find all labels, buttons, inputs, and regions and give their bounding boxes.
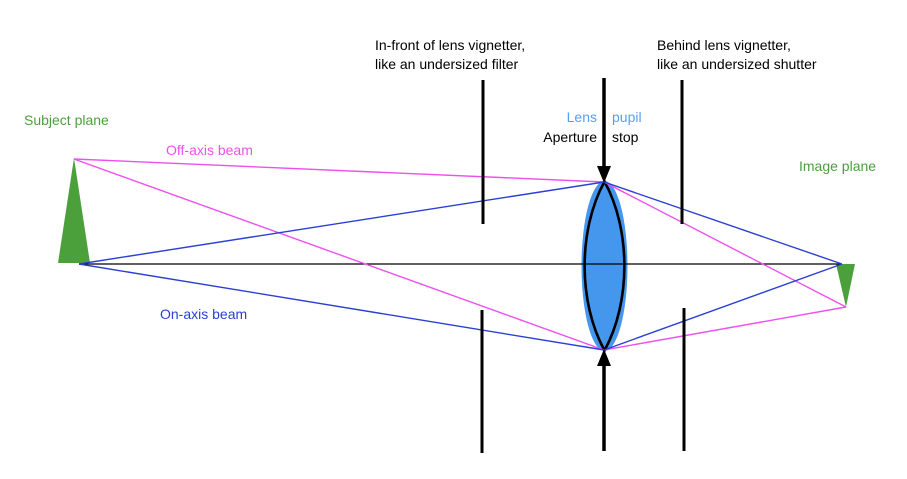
image-plane-label: Image plane: [799, 158, 876, 174]
lens: [581, 178, 628, 354]
subject-plane-label: Subject plane: [24, 112, 109, 128]
on-axis-beam-upper-ray: [78, 181, 843, 265]
image-plane-marker: [836, 264, 855, 307]
aperture-stop-top-arrow: [597, 78, 611, 183]
on-axis-beam-label: On-axis beam: [160, 306, 247, 322]
behind-vignetter-label-line2: like an undersized shutter: [657, 56, 817, 72]
aperture-stop-bottom-arrowhead-icon: [597, 349, 611, 366]
front-vignetter-label-line1: In-front of lens vignetter,: [375, 37, 525, 53]
off-axis-beam-label: Off-axis beam: [166, 142, 253, 158]
aperture-stop-bottom-arrow: [597, 349, 611, 451]
lens-pupil-label-right: pupil: [612, 109, 642, 125]
aperture-stop-label-right: stop: [612, 129, 639, 145]
off-axis-beam-upper-ray: [73, 158, 847, 308]
aperture-stop-top-arrowhead-icon: [597, 166, 611, 183]
behind-vignetter-label-line1: Behind lens vignetter,: [657, 37, 791, 53]
subject-plane-marker: [58, 158, 90, 263]
front-vignetter-label-line2: like an undersized filter: [375, 56, 519, 72]
lens-pupil-label-left: Lens: [567, 109, 597, 125]
aperture-stop-label-left: Aperture: [543, 129, 597, 145]
